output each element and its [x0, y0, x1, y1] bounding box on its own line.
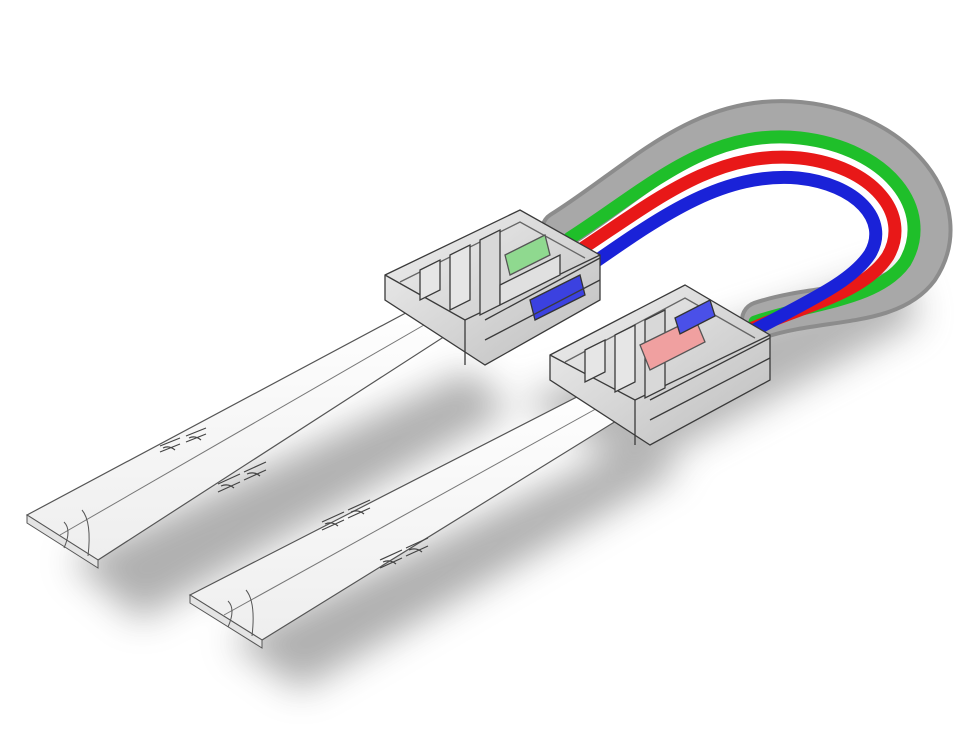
red-wire	[573, 150, 902, 337]
right-led-strip	[188, 379, 652, 649]
right-connector-blue-contact	[674, 299, 716, 335]
left-strip-pad-group-2	[217, 461, 267, 493]
right-connector	[549, 284, 771, 446]
right-strip-pad-group-1	[321, 499, 371, 531]
left-strip-pad-group-1	[159, 427, 207, 453]
right-strip-pad-group-2	[379, 537, 429, 569]
right-connector-red-contact	[639, 317, 706, 371]
rgb-cable-loop	[540, 99, 953, 345]
left-connector-green-contact	[504, 234, 551, 276]
left-connector	[384, 209, 601, 366]
blue-wire	[585, 170, 883, 345]
green-wire	[563, 130, 921, 329]
